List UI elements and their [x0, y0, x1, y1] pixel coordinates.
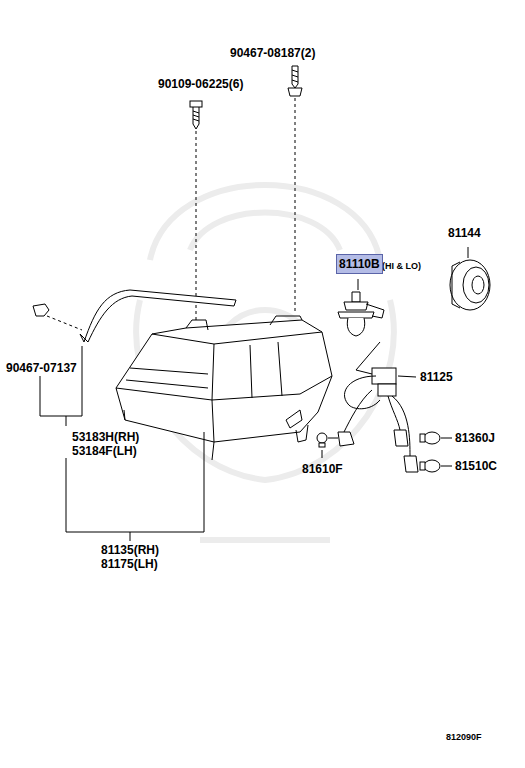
clip-screw: [288, 66, 302, 96]
dashed-leader: [47, 316, 82, 330]
dashed-leader: [295, 98, 296, 314]
part-number: 90467-07137: [6, 361, 77, 375]
part-number: 53184F(LH): [72, 444, 137, 458]
leader-line: [322, 450, 323, 458]
part-number: 90467-08187(2): [230, 46, 315, 60]
group-bracket: [130, 532, 131, 541]
part-number: 90109-06225(6): [158, 77, 243, 91]
diagram-code: 812090F: [446, 732, 482, 743]
socket-cap: [450, 260, 490, 310]
leader-line: [441, 438, 452, 439]
screw: [190, 101, 202, 129]
halogen-bulb: [338, 292, 384, 336]
group-bracket: [40, 346, 82, 416]
clip: [33, 304, 49, 316]
highlighted-part-box: 81110B: [336, 254, 383, 274]
leader-line: [358, 279, 359, 290]
part-number: 81360J: [455, 431, 495, 445]
group-bracket: [66, 416, 67, 426]
part-number: 81135(RH): [101, 543, 159, 557]
part-number: 81144: [448, 226, 481, 240]
leader-line: [468, 247, 469, 258]
part-number: 53183H(RH): [72, 430, 139, 444]
small-bulb: [317, 433, 327, 447]
group-bracket: [66, 432, 204, 532]
part-number: 81175(LH): [101, 557, 158, 571]
dashed-leader: [196, 131, 197, 322]
part-number: 81110B: [339, 257, 380, 271]
headlamp-housing: [116, 316, 332, 460]
note-text: (HI & LO): [382, 261, 421, 272]
wire-harness: [328, 342, 418, 472]
part-number: 81610F: [302, 462, 343, 476]
small-bulb: [420, 432, 440, 444]
part-number: 81510C: [455, 459, 497, 473]
leader-line: [441, 466, 452, 467]
small-bulb: [420, 460, 440, 472]
part-number: 81125: [420, 370, 453, 384]
